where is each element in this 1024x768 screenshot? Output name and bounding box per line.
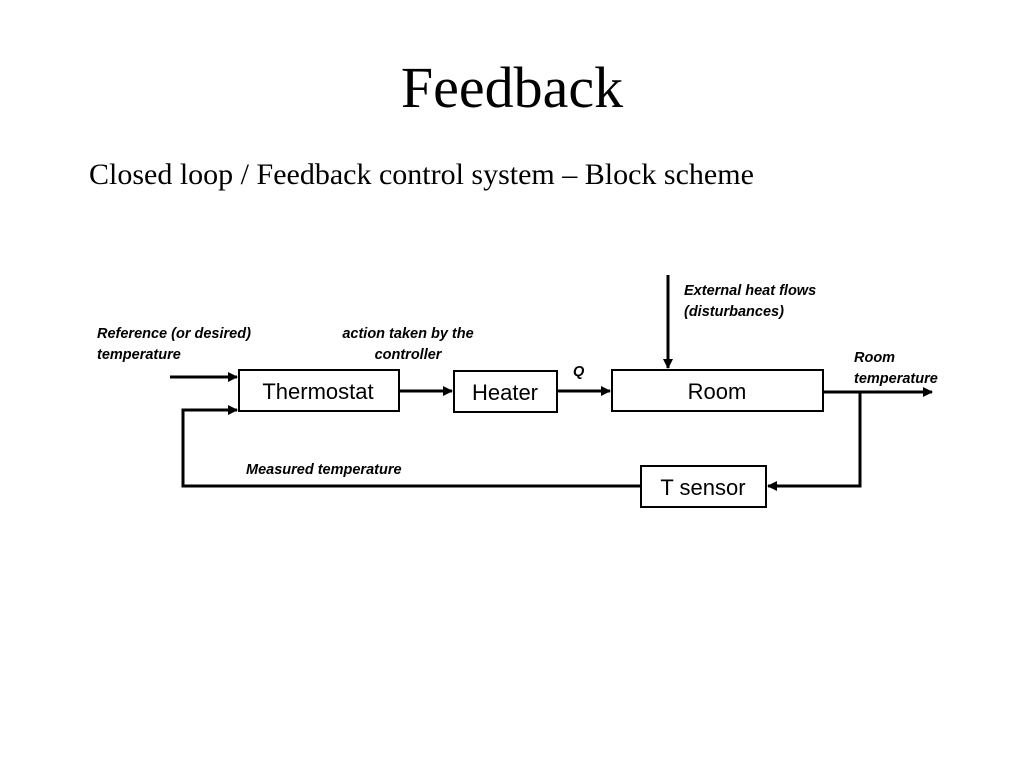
q-label: Q (573, 364, 585, 380)
slide-subtitle: Closed loop / Feedback control system – … (89, 158, 754, 191)
room-block: Room (611, 369, 824, 412)
slide-title: Feedback (400, 55, 624, 120)
measured-feedback-arrow (181, 405, 641, 488)
heater-block: Heater (453, 370, 558, 413)
action-label-line1: action taken by the (342, 326, 473, 342)
disturbance-label-line2: (disturbances) (684, 304, 784, 320)
sensor-block: T sensor (640, 465, 767, 508)
thermostat-label: Thermostat (262, 379, 373, 404)
reference-label-line1: Reference (or desired) (97, 326, 251, 342)
heater-label: Heater (472, 380, 538, 405)
output-label-line2: temperature (854, 371, 938, 387)
disturbance-label-line1: External heat flows (684, 283, 816, 299)
measured-label: Measured temperature (246, 462, 402, 478)
sensor-label: T sensor (660, 475, 745, 500)
room-label: Room (688, 379, 747, 404)
reference-label-line2: temperature (97, 347, 181, 363)
thermostat-block: Thermostat (238, 369, 400, 412)
output-label-line1: Room (854, 350, 895, 366)
room-sensor-feedback-arrow (767, 392, 862, 491)
action-label-line2: controller (375, 347, 443, 363)
